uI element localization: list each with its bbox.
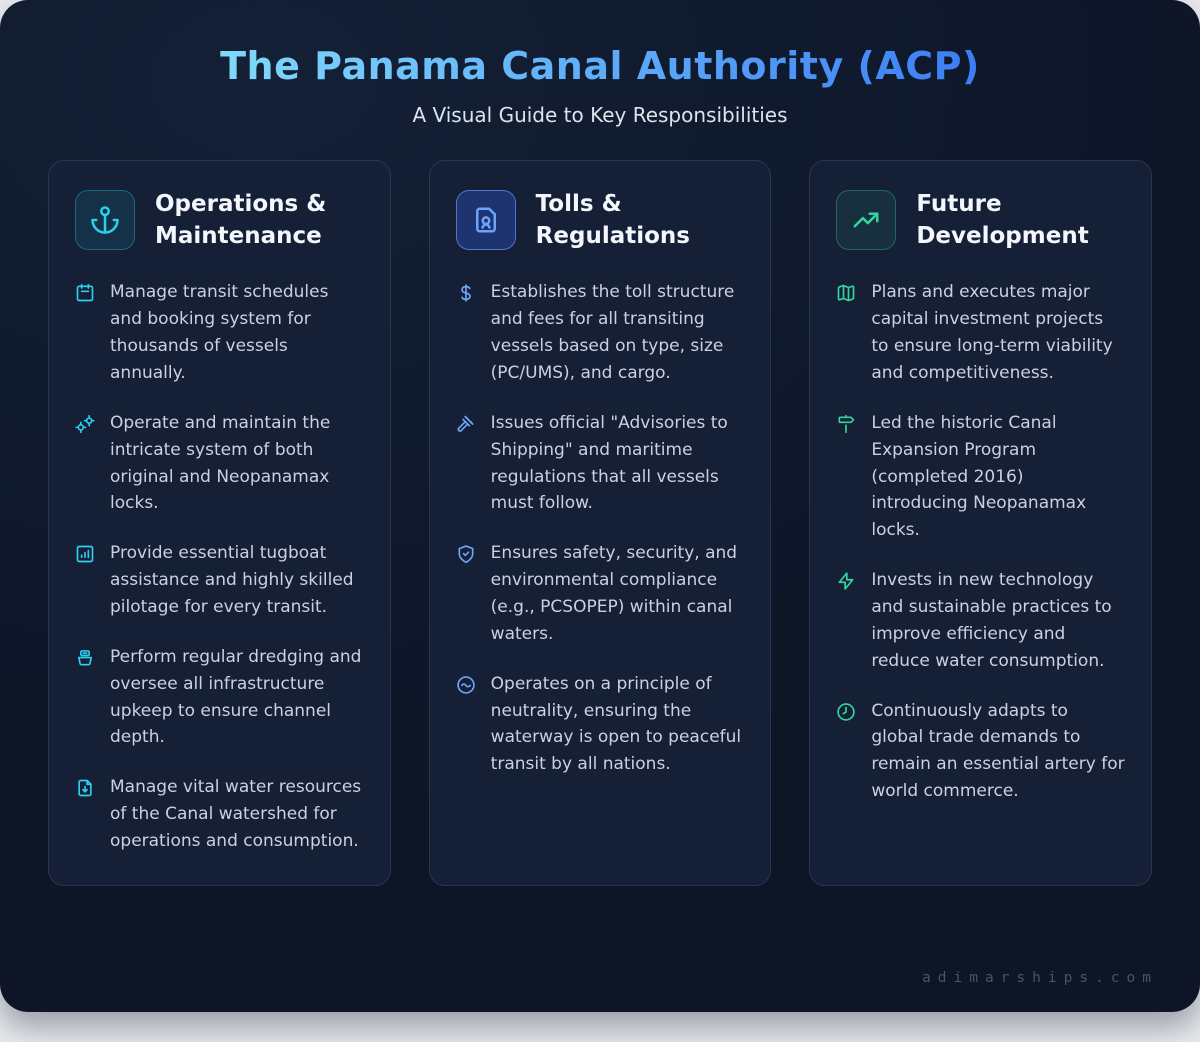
page-title: The Panama Canal Authority (ACP) (220, 44, 980, 88)
item-text: Operates on a principle of neutrality, e… (490, 673, 742, 775)
item-text: Issues official "Advisories to Shipping"… (490, 412, 728, 514)
list-item: Continuously adapts to global trade dema… (836, 698, 1125, 805)
card-items: Plans and executes major capital investm… (836, 279, 1125, 805)
item-text: Provide essential tugboat assistance and… (110, 543, 354, 617)
item-text: Manage vital water resources of the Cana… (110, 777, 362, 851)
card-items: Manage transit schedules and booking sys… (75, 279, 364, 854)
dollar-sign-icon (460, 284, 471, 303)
item-text: Manage transit schedules and booking sys… (110, 282, 329, 383)
list-item: Issues official "Advisories to Shipping"… (456, 410, 745, 517)
list-item: Establishes the toll structure and fees … (456, 279, 745, 386)
document-badge-icon (455, 190, 516, 251)
list-item: Plans and executes major capital investm… (836, 279, 1125, 386)
list-item: Perform regular dredging and oversee all… (75, 644, 364, 751)
item-text: Continuously adapts to global trade dema… (871, 700, 1125, 802)
item-text: Establishes the toll structure and fees … (490, 282, 735, 383)
list-item: Provide essential tugboat assistance and… (75, 540, 364, 621)
clock-icon (837, 702, 856, 721)
list-item: Operates on a principle of neutrality, e… (456, 671, 745, 778)
card-header: Operations & Maintenance (75, 188, 364, 252)
card-header: Tolls & Regulations (455, 188, 745, 252)
item-text: Invests in new technology and sustainabl… (871, 570, 1112, 671)
card-items: Establishes the toll structure and fees … (456, 279, 745, 778)
bar-chart-square-icon (76, 545, 94, 563)
item-text: Ensures safety, security, and environmen… (490, 543, 738, 644)
infographic-board: The Panama Canal Authority (ACP) A Visua… (0, 0, 1200, 1012)
card-tolls-regulations: Tolls & Regulations Establishes the toll… (428, 160, 772, 886)
card-future-development: Future Development Plans and executes ma… (809, 160, 1153, 886)
shield-check-icon (458, 545, 474, 564)
toolbox-icon (77, 649, 93, 666)
card-title: Operations & Maintenance (155, 191, 327, 250)
map-icon (838, 285, 855, 302)
list-item: Ensures safety, security, and environmen… (456, 540, 745, 647)
item-text: Operate and maintain the intricate syste… (110, 412, 331, 514)
gavel-icon (457, 415, 474, 432)
trending-up-icon (836, 190, 897, 251)
card-title: Tolls & Regulations (535, 191, 690, 250)
list-item: Manage transit schedules and booking sys… (75, 279, 364, 386)
list-item: Invests in new technology and sustainabl… (836, 567, 1125, 674)
zap-icon (838, 572, 854, 590)
header: The Panama Canal Authority (ACP) A Visua… (0, 0, 1200, 127)
card-title: Future Development (916, 191, 1089, 250)
cards-row: Operations & Maintenance Manage transit … (0, 160, 1200, 886)
card-operations-maintenance: Operations & Maintenance Manage transit … (48, 160, 391, 886)
wave-circle-icon (456, 675, 475, 694)
watermark: adimarships.com (922, 970, 1158, 986)
list-item: Led the historic Canal Expansion Program… (836, 410, 1125, 544)
list-item: Operate and maintain the intricate syste… (75, 410, 364, 517)
item-text: Led the historic Canal Expansion Program… (871, 412, 1087, 541)
card-header: Future Development (836, 188, 1125, 252)
milestone-icon (838, 414, 855, 433)
item-text: Perform regular dredging and oversee all… (110, 646, 362, 748)
list-item: Manage vital water resources of the Cana… (75, 774, 364, 855)
page-subtitle: A Visual Guide to Key Responsibilities (412, 103, 788, 127)
calendar-icon (76, 284, 94, 302)
gears-icon (75, 414, 95, 433)
item-text: Plans and executes major capital investm… (871, 282, 1113, 383)
file-down-icon (78, 779, 92, 797)
anchor-icon (75, 190, 135, 251)
